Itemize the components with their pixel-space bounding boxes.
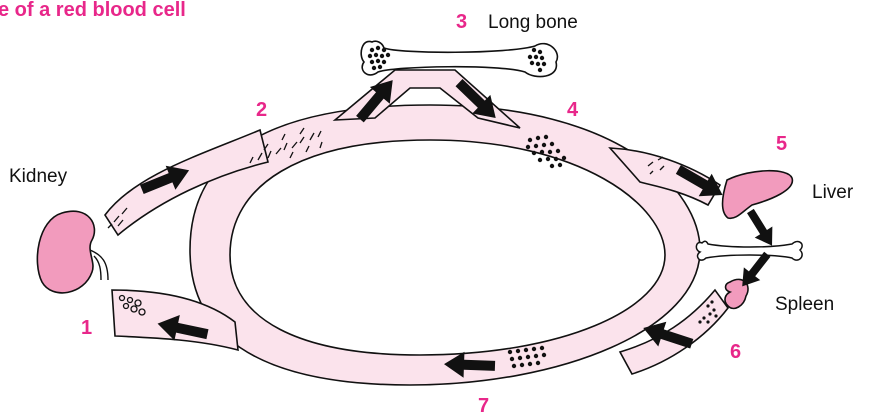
step-number-3: 3 [456,11,467,33]
step-number-1: 1 [81,317,92,339]
label-long-bone: Long bone [488,12,578,33]
step-number-2: 2 [256,99,267,121]
diagram-title: e of a red blood cell [0,0,186,21]
step-number-6: 6 [730,341,741,363]
liver-organ [723,171,793,219]
long-bone [361,41,557,76]
step-number-5: 5 [776,133,787,155]
kidney-organ [37,211,108,293]
step-number-7: 7 [478,395,489,417]
label-spleen: Spleen [775,294,834,315]
small-bone [696,241,802,260]
arrow-liver-to-bone [742,206,781,252]
step-number-4: 4 [567,99,579,121]
label-liver: Liver [812,182,854,203]
label-kidney: Kidney [9,166,68,187]
